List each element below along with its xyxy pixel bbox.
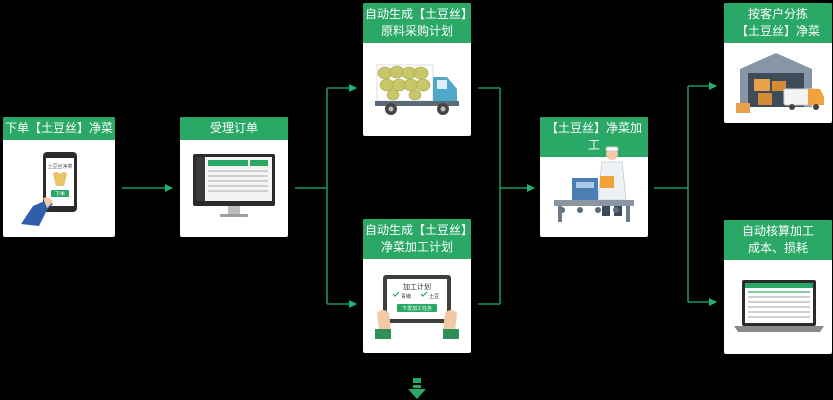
- phone-screen-title: 土豆丝净菜: [47, 163, 72, 170]
- down-arrow-icon: [408, 378, 426, 399]
- worker-conveyor-icon: [554, 146, 634, 222]
- node-plan: 自动生成【土豆丝】 净菜加工计划 加工计划 青椒 土豆 下发加工任务: [363, 219, 471, 353]
- node-sort: 按客户分拣 【土豆丝】净菜: [724, 3, 832, 123]
- phone-order-button: 下单: [55, 191, 65, 198]
- node-sort-title-line1: 按客户分拣: [747, 7, 808, 21]
- tablet-item-2: 土豆: [429, 293, 439, 300]
- node-order-title: 下单【土豆丝】净菜: [3, 117, 115, 140]
- node-accept: 受理订单: [180, 117, 288, 237]
- tablet-item-1: 青椒: [401, 293, 411, 300]
- node-plan-title-line2: 净菜加工计划: [380, 240, 453, 254]
- node-cost: 自动核算加工 成本、损耗: [724, 220, 832, 354]
- laptop-report-icon: [734, 280, 824, 332]
- tablet-dispatch-button: 下发加工任务: [402, 305, 432, 312]
- phone-order-icon: 土豆丝净菜 下单: [21, 152, 77, 226]
- node-purchase: 自动生成【土豆丝】 原料采购计划: [363, 3, 471, 136]
- tablet-title: 加工计划: [403, 282, 431, 291]
- node-order: 下单【土豆丝】净菜 土豆丝净菜 下单: [3, 117, 115, 237]
- node-cost-title-line1: 自动核算加工: [741, 224, 814, 238]
- node-sort-title-line2: 【土豆丝】净菜: [735, 24, 820, 38]
- node-purchase-title-line2: 原料采购计划: [380, 24, 453, 38]
- monitor-dashboard-icon: [193, 154, 275, 217]
- node-process: 【土豆丝】净菜加工: [540, 117, 648, 237]
- node-cost-title-line2: 成本、损耗: [747, 241, 808, 255]
- potato-truck-icon: [375, 64, 459, 115]
- warehouse-icon: [736, 53, 824, 113]
- node-accept-title: 受理订单: [180, 117, 288, 140]
- node-process-title: 【土豆丝】净菜加工: [540, 117, 648, 157]
- node-purchase-title-line1: 自动生成【土豆丝】: [365, 7, 471, 21]
- node-plan-title-line1: 自动生成【土豆丝】: [365, 223, 471, 237]
- tablet-plan-icon: 加工计划 青椒 土豆 下发加工任务: [375, 275, 459, 339]
